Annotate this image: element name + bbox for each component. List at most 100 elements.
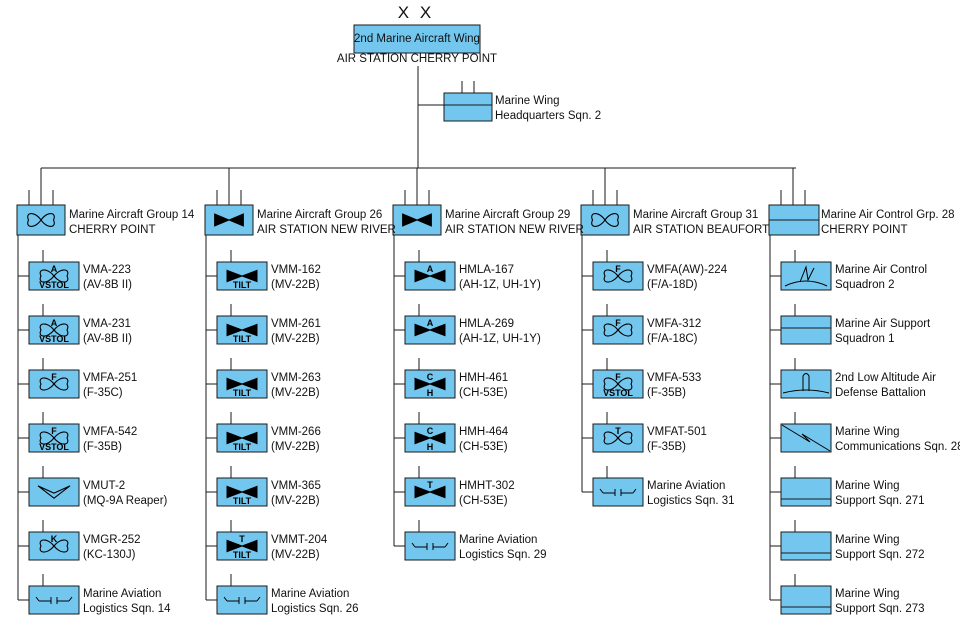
unit-label-3-2-line1: HMLA-269	[459, 318, 514, 330]
unit-symbol-2-6: T TILT	[216, 520, 268, 561]
unit-symbol-1-6: K	[28, 520, 80, 561]
unit-label-2-2-line1: VMM-261	[271, 318, 321, 330]
group-label-3-line2: AIR STATION NEW RIVER	[445, 224, 584, 236]
unit-symbol-5-7	[780, 574, 832, 615]
unit-symbol-1-4: F VSTOL	[28, 412, 80, 453]
unit-symbol-2-7	[216, 574, 268, 615]
unit-label-1-2-line2: (AV-8B II)	[83, 333, 132, 345]
unit-label-2-5-line1: VMM-365	[271, 480, 321, 492]
unit-label-5-2-line2: Squadron 1	[835, 333, 895, 345]
unit-label-1-5-line2: (MQ-9A Reaper)	[83, 495, 168, 507]
group-label-1-line2: CHERRY POINT	[69, 224, 156, 236]
unit-symbol-1-6-modifier-top: K	[51, 534, 58, 544]
unit-symbol-1-3-modifier-top: F	[51, 372, 57, 382]
unit-symbol-4-1: F	[592, 250, 644, 291]
unit-symbol-3-5: T	[404, 466, 456, 507]
group-label-4-line2: AIR STATION BEAUFORT	[633, 224, 770, 236]
unit-symbol-2-6-modifier-bottom: TILT	[233, 550, 252, 560]
unit-symbol-1-1-modifier-top: A	[51, 264, 58, 274]
unit-symbol-5-6	[780, 520, 832, 561]
headquarters-symbol	[443, 81, 493, 122]
unit-symbol-1-7	[28, 574, 80, 615]
unit-symbol-1-4-modifier-top: F	[51, 426, 57, 436]
unit-symbol-2-5: TILT	[216, 466, 268, 507]
unit-label-5-3-line2: Defense Battalion	[835, 387, 926, 399]
unit-label-4-5-line1: Marine Aviation	[647, 480, 726, 492]
unit-label-1-7-line1: Marine Aviation	[83, 588, 162, 600]
unit-label-4-3-line1: VMFA-533	[647, 372, 702, 384]
unit-label-1-3-line1: VMFA-251	[83, 372, 138, 384]
wing-name: 2nd Marine Aircraft Wing	[354, 33, 480, 45]
unit-label-4-1-line1: VMFA(AW)-224	[647, 264, 728, 276]
unit-symbol-2-1-modifier-bottom: TILT	[233, 280, 252, 290]
unit-symbol-1-4-modifier-bottom: VSTOL	[39, 442, 69, 452]
unit-symbol-1-5	[28, 466, 80, 507]
unit-label-4-1-line2: (F/A-18D)	[647, 279, 698, 291]
group-label-5-line1: Marine Air Control Grp. 28	[821, 209, 955, 221]
unit-symbol-4-5	[592, 466, 644, 507]
wing-location: AIR STATION CHERRY POINT	[336, 53, 498, 65]
unit-label-2-7-line1: Marine Aviation	[271, 588, 350, 600]
unit-label-1-6-line2: (KC-130J)	[83, 549, 136, 561]
unit-symbol-4-4-modifier-top: T	[615, 426, 621, 436]
unit-label-4-3-line2: (F-35B)	[647, 387, 686, 399]
wing-echelon: X X	[397, 3, 435, 22]
unit-label-1-1: VMA-223(AV-8B II)	[83, 263, 132, 293]
unit-symbol-2-3-modifier-bottom: TILT	[233, 388, 252, 398]
unit-label-1-1-line1: VMA-223	[83, 264, 131, 276]
unit-symbol-1-1-modifier-bottom: VSTOL	[39, 280, 69, 290]
unit-symbol-2-2: TILT	[216, 304, 268, 345]
unit-symbol-1-1: A VSTOL	[28, 250, 80, 291]
unit-symbol-5-1	[780, 250, 832, 291]
unit-symbol-2-6-modifier-top: T	[239, 534, 245, 544]
group-symbol-3	[392, 190, 442, 236]
unit-label-2-7-line2: Logistics Sqn. 26	[271, 603, 359, 615]
unit-label-1-3: VMFA-251 (F-35C)	[83, 371, 137, 401]
group-label-3-line1: Marine Aircraft Group 29	[445, 209, 571, 221]
unit-label-5-2-line1: Marine Air Support	[835, 318, 931, 330]
unit-symbol-3-5-modifier-top: T	[427, 480, 433, 490]
unit-symbol-5-2	[780, 304, 832, 345]
unit-label-3-5-line1: HMHT-302	[459, 480, 515, 492]
unit-label-2-4: VMM-266(MV-22B)	[271, 425, 321, 455]
unit-label-3-3: HMH-461(CH-53E)	[459, 371, 508, 401]
unit-label-2-4-line2: (MV-22B)	[271, 441, 320, 453]
unit-label-2-2-line2: (MV-22B)	[271, 333, 320, 345]
unit-symbol-3-4: CH	[404, 412, 456, 453]
headquarters-label-line2: Headquarters Sqn. 2	[495, 110, 602, 122]
unit-symbol-3-1-modifier-top: A	[427, 264, 434, 274]
unit-label-4-2: VMFA-312(F/A-18C)	[647, 317, 701, 347]
unit-symbol-3-4-modifier-top: C	[427, 426, 434, 436]
headquarters-label: Marine Wing Headquarters Sqn. 2	[495, 94, 601, 124]
unit-symbol-4-2-modifier-top: F	[615, 318, 621, 328]
unit-label-1-3-line2: (F-35C)	[83, 387, 123, 399]
group-label-5-line2: CHERRY POINT	[821, 224, 908, 236]
unit-label-3-1-line1: HMLA-167	[459, 264, 514, 276]
unit-symbol-3-4-modifier-bottom: H	[427, 442, 434, 452]
unit-label-2-3-line2: (MV-22B)	[271, 387, 320, 399]
unit-label-2-6-line1: VMMT-204	[271, 534, 328, 546]
unit-label-1-2-line1: VMA-231	[83, 318, 131, 330]
group-symbol-5	[768, 190, 820, 236]
unit-label-5-7-line1: Marine Wing	[835, 588, 900, 600]
unit-label-4-2-line2: (F/A-18C)	[647, 333, 698, 345]
group-label-5: Marine Air Control Grp. 28 CHERRY POINT	[821, 208, 955, 238]
unit-label-1-4-line2: (F-35B)	[83, 441, 122, 453]
unit-label-1-4-line1: VMFA-542	[83, 426, 138, 438]
unit-symbol-1-2-modifier-top: A	[51, 318, 58, 328]
unit-label-1-6-line1: VMGR-252	[83, 534, 141, 546]
unit-symbol-4-4: T	[592, 412, 644, 453]
unit-label-2-3-line1: VMM-263	[271, 372, 321, 384]
group-label-2-line2: AIR STATION NEW RIVER	[257, 224, 396, 236]
unit-symbol-2-5-modifier-bottom: TILT	[233, 496, 252, 506]
unit-label-2-5: VMM-365(MV-22B)	[271, 479, 321, 509]
unit-symbol-5-4	[780, 412, 832, 453]
